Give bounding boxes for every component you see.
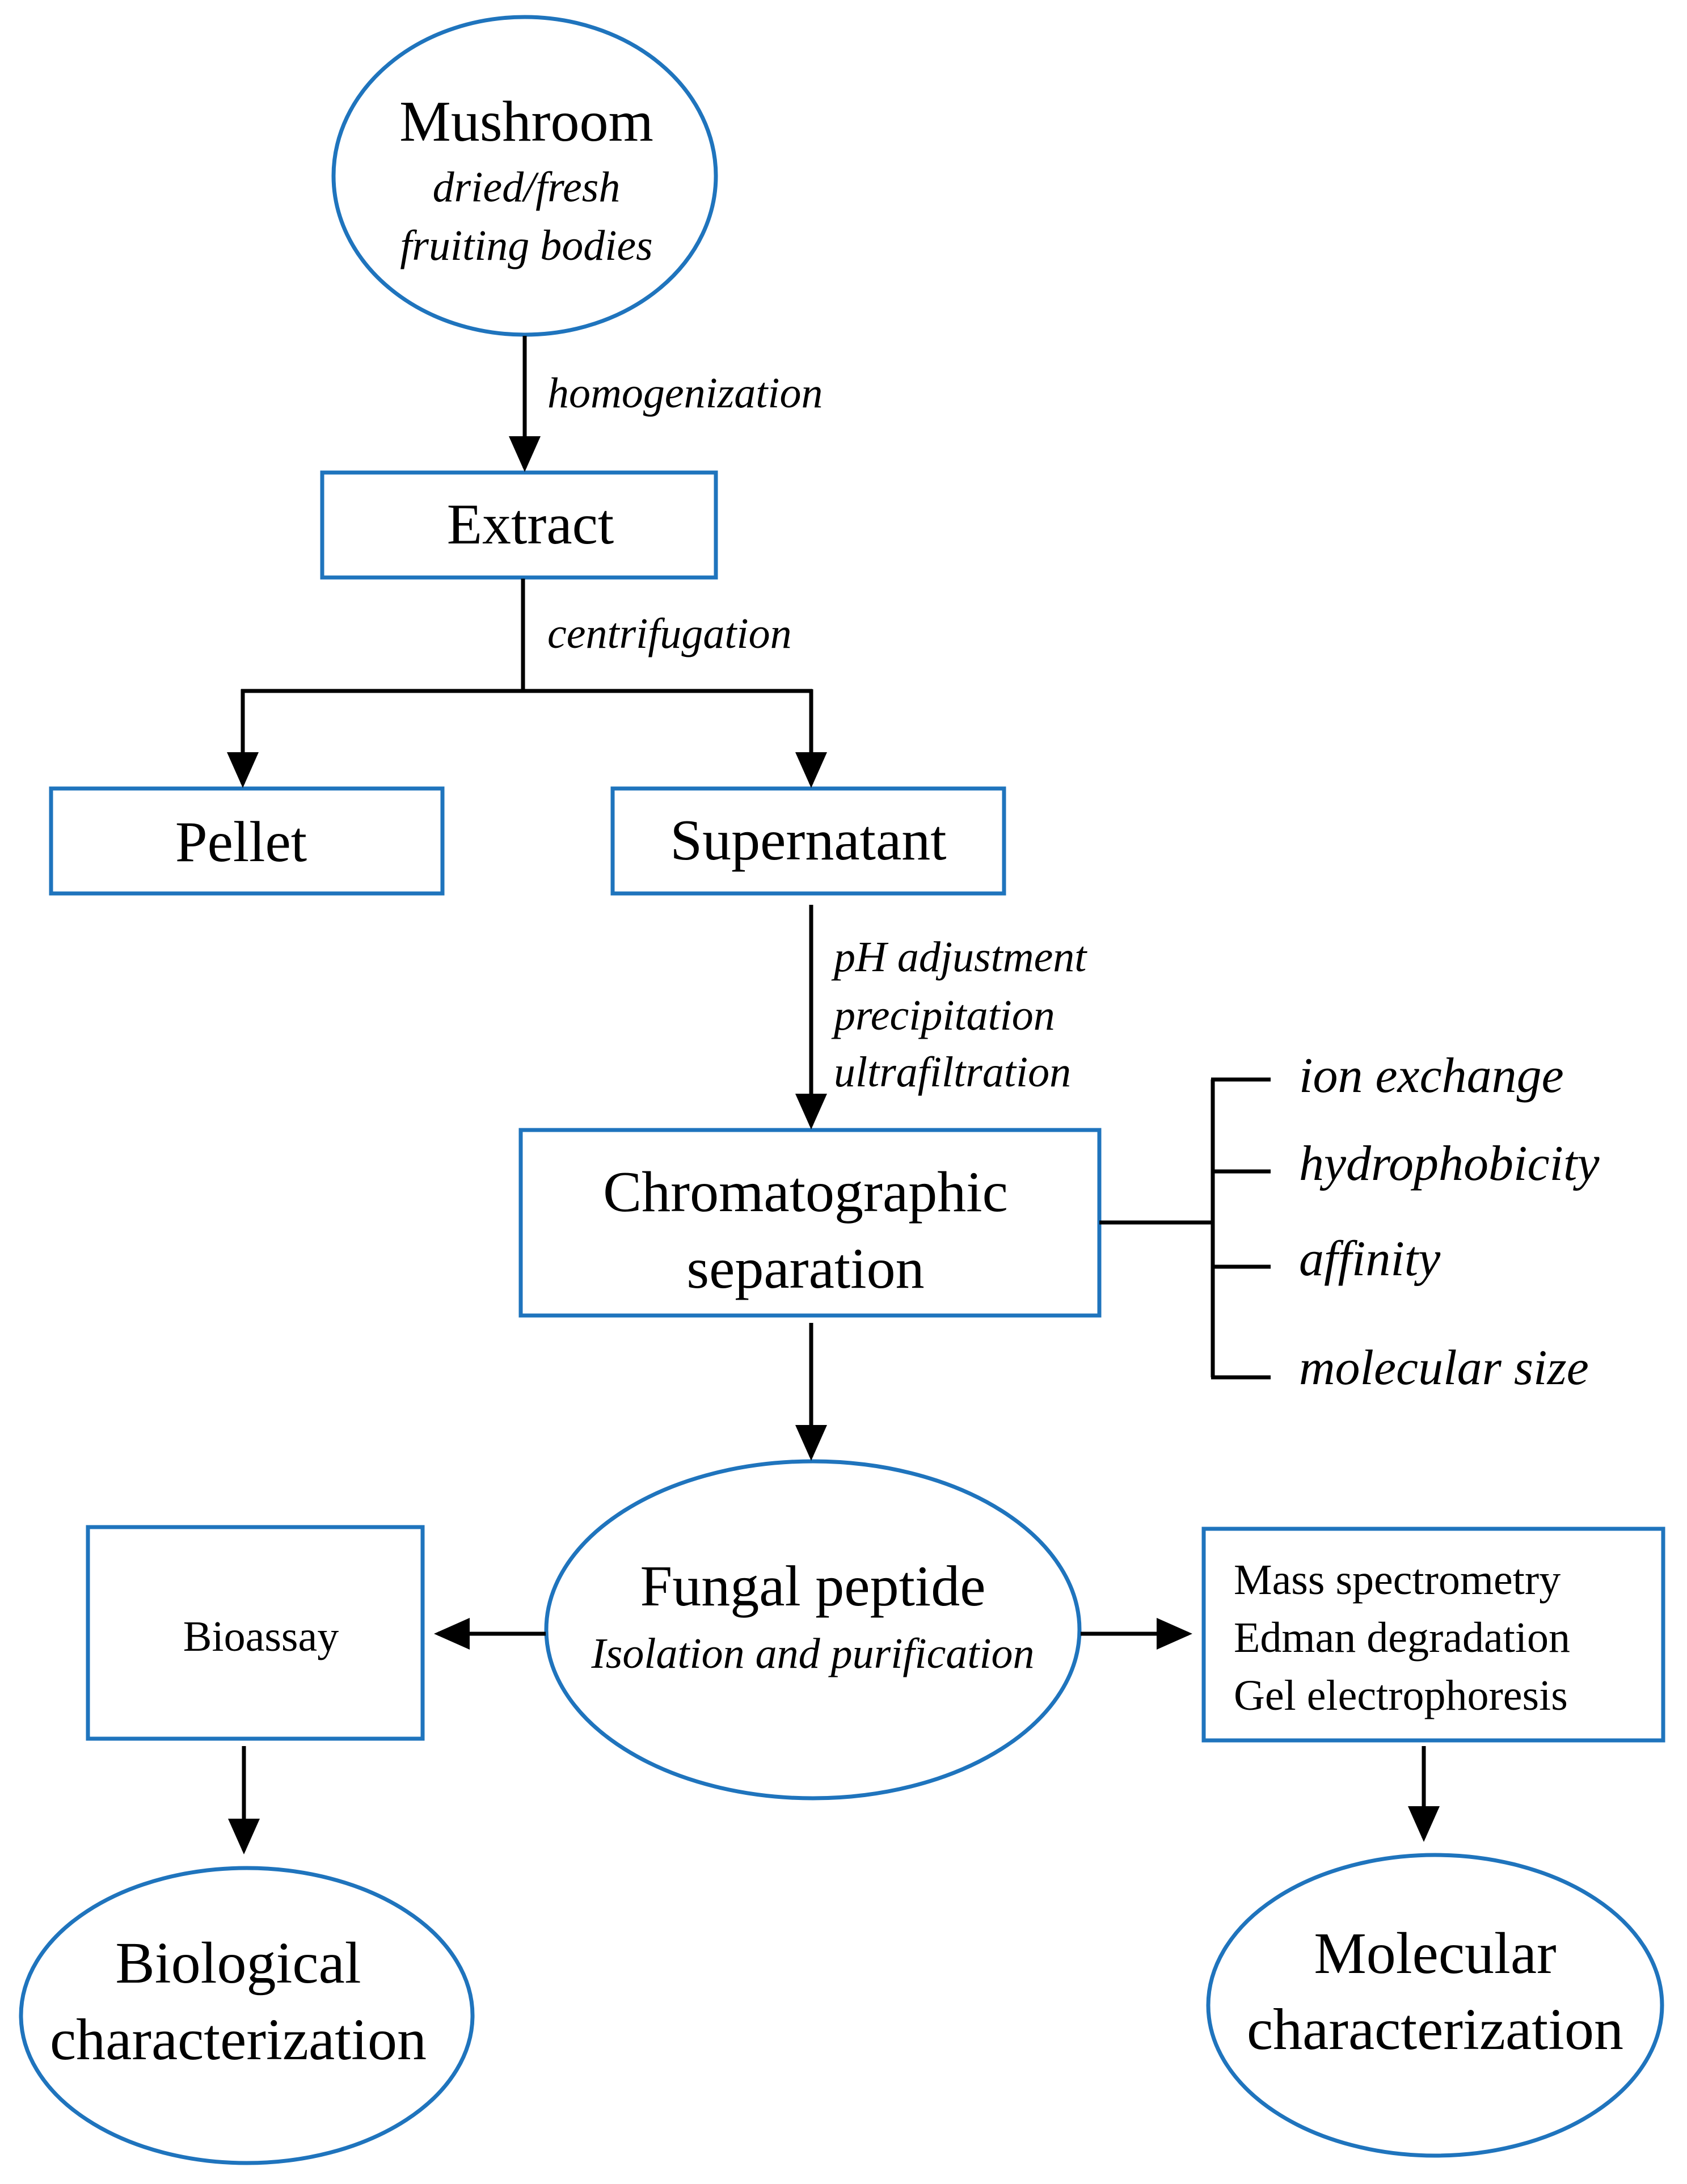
bioassay-box bbox=[86, 1525, 425, 1741]
pellet-title: Pellet bbox=[175, 810, 307, 874]
molecular-char-ellipse bbox=[1206, 1853, 1664, 2158]
method-affinity: affinity bbox=[1299, 1232, 1441, 1287]
molecular-methods-line-2: Edman degradation bbox=[1234, 1614, 1570, 1662]
extract-title: Extract bbox=[447, 492, 614, 556]
mushroom-sub-1: dried/fresh bbox=[433, 163, 621, 211]
extract-box bbox=[320, 470, 718, 580]
mushroom-ellipse bbox=[331, 15, 718, 337]
label-centrifugation: centrifugation bbox=[547, 610, 792, 657]
molecular-char-line-2: characterization bbox=[1247, 1997, 1623, 2062]
chromatography-line-2: separation bbox=[686, 1237, 924, 1301]
biological-char-line-1: Biological bbox=[115, 1930, 361, 1996]
fungal-peptide-sub: Isolation and purification bbox=[591, 1630, 1034, 1677]
supernatant-title: Supernatant bbox=[670, 808, 946, 872]
chromatography-box bbox=[518, 1128, 1102, 1318]
node-bioassay: Bioassay bbox=[86, 1525, 425, 1741]
method-ion-exchange: ion exchange bbox=[1299, 1048, 1564, 1103]
node-mushroom: Mushroom dried/fresh fruiting bodies bbox=[331, 15, 718, 337]
node-molecular-methods: Mass spectrometry Edman degradation Gel … bbox=[1201, 1527, 1665, 1743]
fungal-peptide-title: Fungal peptide bbox=[640, 1554, 985, 1618]
biological-char-line-2: characterization bbox=[50, 2007, 427, 2072]
biological-char-ellipse bbox=[19, 1866, 475, 2165]
node-molecular-characterization: Molecular characterization bbox=[1206, 1853, 1664, 2158]
molecular-char-line-1: Molecular bbox=[1314, 1921, 1556, 1986]
chromatography-methods-bracket: ion exchange hydrophobicity affinity mol… bbox=[1099, 1048, 1600, 1395]
fungal-peptide-ellipse bbox=[544, 1459, 1082, 1801]
node-fungal-peptide: Fungal peptide Isolation and purificatio… bbox=[544, 1459, 1082, 1801]
node-biological-characterization: Biological characterization bbox=[19, 1866, 475, 2165]
label-ultrafiltration: ultrafiltration bbox=[834, 1048, 1071, 1096]
node-pellet: Pellet bbox=[49, 786, 445, 896]
node-chromatography: Chromatographic separation bbox=[518, 1128, 1102, 1318]
molecular-methods-line-3: Gel electrophoresis bbox=[1234, 1672, 1568, 1719]
pellet-box bbox=[49, 786, 445, 896]
method-molecular-size: molecular size bbox=[1299, 1340, 1589, 1395]
mushroom-title: Mushroom bbox=[399, 90, 653, 154]
node-supernatant: Supernatant bbox=[610, 786, 1006, 896]
chromatography-line-1: Chromatographic bbox=[603, 1160, 1008, 1224]
method-hydrophobicity: hydrophobicity bbox=[1299, 1136, 1600, 1191]
label-ph-adjustment: pH adjustment bbox=[831, 933, 1087, 981]
bioassay-title: Bioassay bbox=[183, 1613, 339, 1660]
label-precipitation: precipitation bbox=[831, 992, 1055, 1039]
molecular-methods-box bbox=[1201, 1527, 1665, 1743]
molecular-methods-line-1: Mass spectrometry bbox=[1234, 1556, 1561, 1604]
mushroom-sub-2: fruiting bodies bbox=[400, 222, 652, 269]
node-extract: Extract bbox=[320, 470, 718, 580]
label-homogenization: homogenization bbox=[547, 369, 823, 417]
supernatant-box bbox=[610, 786, 1006, 896]
